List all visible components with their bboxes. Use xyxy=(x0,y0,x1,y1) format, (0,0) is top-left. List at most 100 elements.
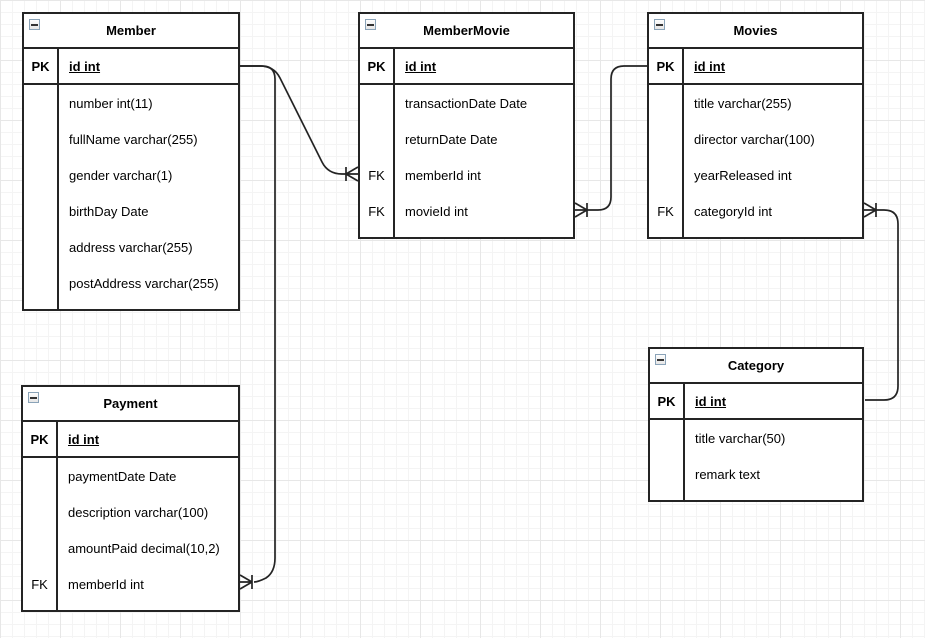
row-filler xyxy=(360,229,573,237)
pk-field: id int xyxy=(694,58,726,74)
table-row-gender[interactable]: gender varchar(1) xyxy=(24,157,238,193)
field-cell: returnDate Date xyxy=(405,131,498,147)
primary-key-row[interactable]: PK id int xyxy=(649,49,862,85)
collapse-minus-icon[interactable] xyxy=(655,354,666,365)
field-cell: paymentDate Date xyxy=(68,468,177,484)
field-cell: remark text xyxy=(695,466,761,482)
table-title: Payment xyxy=(103,396,158,411)
table-row-description[interactable]: description varchar(100) xyxy=(23,494,238,530)
table-row-amountpaid[interactable]: amountPaid decimal(10,2) xyxy=(23,530,238,566)
pk-field: id int xyxy=(405,58,437,74)
pk-badge: PK xyxy=(650,384,685,418)
table-row-number[interactable]: number int(11) xyxy=(24,85,238,121)
field-cell: amountPaid decimal(10,2) xyxy=(68,540,220,556)
row-filler xyxy=(23,602,238,610)
field-cell xyxy=(58,602,238,610)
key-cell xyxy=(24,121,59,157)
key-cell xyxy=(24,229,59,265)
key-cell xyxy=(23,602,58,610)
table-row-paymentdate[interactable]: paymentDate Date xyxy=(23,458,238,494)
collapse-minus-icon[interactable] xyxy=(28,392,39,403)
crow-foot-many-marker xyxy=(345,166,359,182)
table-row-returndate[interactable]: returnDate Date xyxy=(360,121,573,157)
collapse-minus-icon[interactable] xyxy=(29,19,40,30)
minus-glyph xyxy=(367,23,374,26)
field-cell: birthDay Date xyxy=(69,203,149,219)
table-row-address[interactable]: address varchar(255) xyxy=(24,229,238,265)
key-cell xyxy=(24,265,59,301)
minus-glyph xyxy=(30,396,37,399)
pk-badge: PK xyxy=(649,49,684,83)
relation-category-id-movies-categoryid[interactable] xyxy=(865,209,899,401)
relation-movies-id-membermovie-movieid[interactable] xyxy=(587,65,647,211)
key-cell xyxy=(650,420,685,456)
minus-glyph xyxy=(656,23,663,26)
pk-field: id int xyxy=(68,431,100,447)
field-cell xyxy=(684,229,862,237)
key-cell xyxy=(650,492,685,500)
fk-badge: FK xyxy=(23,566,58,602)
table-title: Movies xyxy=(733,23,778,38)
key-cell xyxy=(649,121,684,157)
field-cell: description varchar(100) xyxy=(68,504,209,520)
field-cell xyxy=(685,492,862,500)
pk-badge: PK xyxy=(24,49,59,83)
table-row-memberid[interactable]: FK memberId int xyxy=(360,157,573,193)
field-cell: title varchar(255) xyxy=(694,95,792,111)
table-title: MemberMovie xyxy=(423,23,510,38)
table-row-director[interactable]: director varchar(100) xyxy=(649,121,862,157)
minus-glyph xyxy=(31,23,38,26)
table-row-postaddress[interactable]: postAddress varchar(255) xyxy=(24,265,238,301)
field-cell: memberId int xyxy=(405,167,481,183)
field-cell: movieId int xyxy=(405,203,468,219)
relation-member-id-payment-memberid[interactable] xyxy=(240,65,276,583)
minus-glyph xyxy=(657,358,664,361)
table-header: MemberMovie xyxy=(360,14,573,49)
key-cell xyxy=(649,229,684,237)
field-cell: number int(11) xyxy=(69,95,153,111)
fk-badge: FK xyxy=(360,157,395,193)
key-cell xyxy=(24,193,59,229)
field-cell xyxy=(59,301,238,309)
table-row-transactiondate[interactable]: transactionDate Date xyxy=(360,85,573,121)
collapse-minus-icon[interactable] xyxy=(654,19,665,30)
field-cell: yearReleased int xyxy=(694,167,792,183)
row-filler xyxy=(24,301,238,309)
table-row-yearreleased[interactable]: yearReleased int xyxy=(649,157,862,193)
key-cell xyxy=(23,458,58,494)
table-row-title[interactable]: title varchar(255) xyxy=(649,85,862,121)
table-row-remark[interactable]: remark text xyxy=(650,456,862,492)
field-cell: gender varchar(1) xyxy=(69,167,173,183)
key-cell xyxy=(360,121,395,157)
crow-foot-many-marker xyxy=(239,574,253,590)
table-title: Member xyxy=(106,23,156,38)
field-cell: title varchar(50) xyxy=(695,430,786,446)
key-cell xyxy=(24,85,59,121)
table-header: Category xyxy=(650,349,862,384)
table-header: Payment xyxy=(23,387,238,422)
field-cell: postAddress varchar(255) xyxy=(69,275,219,291)
field-cell: categoryId int xyxy=(694,203,773,219)
table-row-fullname[interactable]: fullName varchar(255) xyxy=(24,121,238,157)
key-cell xyxy=(650,456,685,492)
table-row-birthday[interactable]: birthDay Date xyxy=(24,193,238,229)
crow-foot-many-marker xyxy=(863,202,877,218)
field-cell: transactionDate Date xyxy=(405,95,528,111)
collapse-minus-icon[interactable] xyxy=(365,19,376,30)
crow-foot-many-marker xyxy=(574,202,588,218)
table-row-title[interactable]: title varchar(50) xyxy=(650,420,862,456)
